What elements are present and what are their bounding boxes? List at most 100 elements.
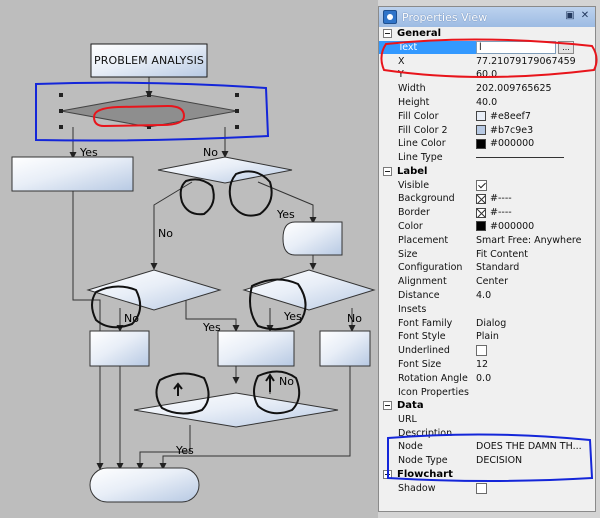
property-row-fill-color-2[interactable]: Fill Color 2 #b7c9e3 — [379, 123, 595, 137]
property-key: Color — [398, 220, 423, 232]
property-value[interactable]: DOES THE DAMN TH... — [476, 441, 582, 453]
text-value-input[interactable]: l — [476, 40, 556, 54]
section-label-title: Label — [397, 165, 428, 177]
problem-analysis-node[interactable] — [90, 43, 208, 78]
close-panel-icon[interactable]: ✕ — [580, 10, 590, 21]
property-row-line-type[interactable]: Line Type — [379, 151, 595, 165]
rounded-node-right[interactable] — [282, 221, 343, 256]
property-key: Node Type — [398, 455, 448, 467]
section-general[interactable]: General — [379, 27, 595, 41]
shadow-checkbox[interactable] — [476, 482, 487, 494]
fill-color-swatch[interactable] — [476, 111, 486, 122]
property-row-url[interactable]: URL — [379, 412, 595, 426]
section-flowchart-title: Flowchart — [397, 468, 453, 480]
property-value[interactable]: 77.21079179067459 — [476, 55, 576, 67]
property-key: Text — [379, 40, 476, 54]
property-value[interactable]: 12 — [476, 358, 489, 370]
property-value[interactable]: Standard — [476, 262, 520, 274]
property-row-shadow[interactable]: Shadow — [379, 481, 595, 495]
label-color-swatch[interactable] — [476, 221, 486, 232]
property-value[interactable]: 4.0 — [476, 289, 492, 301]
property-row-alignment[interactable]: Alignment Center — [379, 275, 595, 289]
property-row-node-type[interactable]: Node Type DECISION — [379, 454, 595, 468]
section-flowchart[interactable]: Flowchart — [379, 468, 595, 482]
property-row-background[interactable]: Background #---- — [379, 192, 595, 206]
property-value[interactable]: DECISION — [476, 455, 523, 467]
property-key: Insets — [398, 303, 427, 315]
underlined-checkbox[interactable] — [476, 345, 487, 357]
property-value[interactable]: 0.0 — [476, 372, 492, 384]
decision-node-right[interactable] — [242, 269, 376, 311]
property-key: Underlined — [398, 345, 450, 357]
property-key: Shadow — [398, 482, 436, 494]
connector-label-yes: Yes — [176, 444, 194, 457]
process-box-right[interactable] — [319, 330, 371, 367]
property-row-y[interactable]: Y 60.0 — [379, 68, 595, 82]
properties-app-icon — [383, 10, 397, 24]
terminal-node[interactable] — [89, 467, 200, 503]
property-key: Placement — [398, 234, 449, 246]
decision-node-2[interactable] — [157, 156, 293, 184]
property-row-line-color[interactable]: Line Color #000000 — [379, 137, 595, 151]
fill-color-2-swatch[interactable] — [476, 125, 486, 136]
property-row-font-style[interactable]: Font Style Plain — [379, 330, 595, 344]
property-row-font-size[interactable]: Font Size 12 — [379, 358, 595, 372]
connectors — [69, 77, 356, 470]
yes-box-left[interactable] — [11, 156, 134, 192]
section-data[interactable]: Data — [379, 399, 595, 413]
property-value[interactable]: 202.009765625 — [476, 83, 552, 95]
selected-decision-node[interactable] — [60, 94, 238, 128]
property-row-distance[interactable]: Distance 4.0 — [379, 289, 595, 303]
collapse-toggle-icon[interactable] — [383, 469, 392, 479]
property-value[interactable]: Smart Free: Anywhere — [476, 234, 582, 246]
connector-label-no: No — [203, 146, 218, 159]
property-row-height[interactable]: Height 40.0 — [379, 96, 595, 110]
collapse-toggle-icon[interactable] — [383, 401, 392, 411]
no-color-swatch-icon[interactable] — [476, 207, 486, 218]
property-value[interactable]: Plain — [476, 331, 499, 343]
property-value: #000000 — [490, 138, 535, 150]
decision-node-bottom[interactable] — [133, 392, 339, 428]
flowchart-canvas[interactable]: PROBLEM ANALYSIS Yes No Yes No No Yes Ye… — [0, 0, 378, 518]
property-key: Distance — [398, 289, 440, 301]
property-row-icon-properties[interactable]: Icon Properties — [379, 385, 595, 399]
section-label[interactable]: Label — [379, 165, 595, 179]
line-color-swatch[interactable] — [476, 138, 486, 149]
text-ellipsis-button[interactable]: ... — [558, 40, 574, 54]
visible-checkbox[interactable] — [476, 179, 487, 191]
property-value[interactable]: Center — [476, 276, 508, 288]
property-row-text[interactable]: Text l ... — [379, 40, 595, 55]
float-panel-icon[interactable]: ▣ — [565, 10, 575, 21]
collapse-toggle-icon[interactable] — [383, 29, 392, 39]
property-row-fill-color[interactable]: Fill Color #e8eef7 — [379, 109, 595, 123]
property-row-configuration[interactable]: Configuration Standard — [379, 261, 595, 275]
process-box-middle[interactable] — [217, 330, 295, 367]
property-value[interactable]: 60.0 — [476, 69, 498, 81]
property-row-rotation-angle[interactable]: Rotation Angle 0.0 — [379, 371, 595, 385]
collapse-toggle-icon[interactable] — [383, 166, 392, 176]
property-value[interactable]: Dialog — [476, 317, 507, 329]
no-color-swatch-icon[interactable] — [476, 193, 486, 204]
property-row-color[interactable]: Color #000000 — [379, 220, 595, 234]
property-row-node[interactable]: Node DOES THE DAMN TH... — [379, 440, 595, 454]
line-type-sample[interactable] — [476, 157, 564, 159]
property-row-font-family[interactable]: Font Family Dialog — [379, 316, 595, 330]
connector-label-no: No — [124, 312, 139, 325]
property-value[interactable]: 40.0 — [476, 97, 498, 109]
property-row-placement[interactable]: Placement Smart Free: Anywhere — [379, 233, 595, 247]
property-row-visible[interactable]: Visible — [379, 178, 595, 192]
decision-node-left[interactable] — [86, 269, 222, 311]
property-row-border[interactable]: Border #---- — [379, 206, 595, 220]
property-row-size[interactable]: Size Fit Content — [379, 247, 595, 261]
property-key: Size — [398, 248, 418, 260]
property-row-underlined[interactable]: Underlined — [379, 344, 595, 358]
property-value[interactable]: Fit Content — [476, 248, 528, 260]
properties-view-titlebar[interactable]: Properties View ▣ ✕ — [379, 7, 595, 27]
property-key: Font Size — [398, 358, 442, 370]
property-row-width[interactable]: Width 202.009765625 — [379, 82, 595, 96]
property-key: Border — [398, 207, 430, 219]
process-box-left[interactable] — [89, 330, 150, 367]
property-row-insets[interactable]: Insets — [379, 302, 595, 316]
property-row-description[interactable]: Description — [379, 426, 595, 440]
property-row-x[interactable]: X 77.21079179067459 — [379, 54, 595, 68]
